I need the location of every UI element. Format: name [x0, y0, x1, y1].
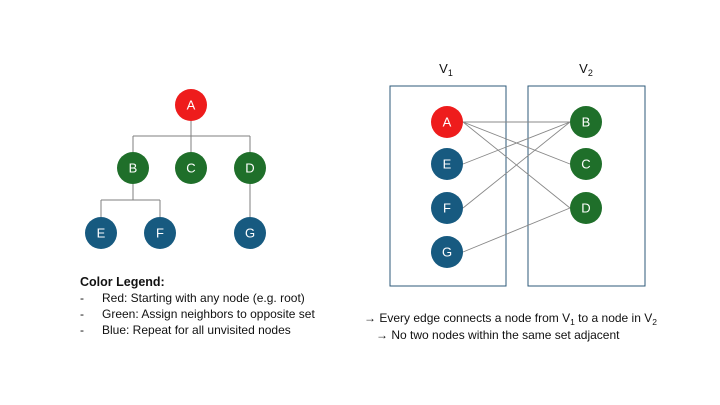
legend-dash: - [80, 291, 84, 305]
node-circle [570, 148, 602, 180]
legend-title: Color Legend: [80, 275, 165, 289]
v1-node-g: G [431, 236, 463, 268]
legend-text: Blue: Repeat for all unvisited nodes [102, 323, 291, 337]
node-label: B [582, 115, 591, 130]
v2-node-d: D [570, 192, 602, 224]
node-circle [431, 148, 463, 180]
v2-node-b: B [570, 106, 602, 138]
note-no-adjacent: → No two nodes within the same set adjac… [376, 328, 620, 342]
node-label: D [245, 161, 254, 176]
tree-node-d: D [234, 152, 266, 184]
bipartite-notes: → Every edge connects a node from V1 to … [362, 310, 682, 343]
tree-node-e: E [85, 217, 117, 249]
set-v1-label: V1 [439, 61, 453, 78]
node-circle [175, 89, 207, 121]
node-circle [85, 217, 117, 249]
tree-node-c: C [175, 152, 207, 184]
tree-node-b: B [117, 152, 149, 184]
node-label: E [443, 157, 452, 172]
legend-text: Red: Starting with any node (e.g. root) [102, 291, 305, 305]
tree-node-a: A [175, 89, 207, 121]
node-label: B [129, 161, 138, 176]
legend-dash: - [80, 323, 84, 337]
color-legend: Color Legend: - Red: Starting with any n… [80, 274, 315, 338]
tree-edges [100, 121, 251, 217]
node-label: C [186, 161, 195, 176]
edge-e-b [462, 121, 571, 165]
set-v2-label: V2 [579, 61, 593, 78]
v1-node-a: A [431, 106, 463, 138]
node-circle [175, 152, 207, 184]
node-circle [570, 106, 602, 138]
node-circle [234, 217, 266, 249]
tree-nodes: A B C D E F G [85, 89, 266, 249]
v1-node-f: F [431, 192, 463, 224]
node-label: F [443, 201, 451, 216]
node-label: F [156, 226, 164, 241]
set-v1-box [389, 85, 507, 287]
edge-g-d [462, 207, 571, 253]
node-label: A [187, 98, 196, 113]
node-label: G [442, 245, 452, 260]
node-circle [570, 192, 602, 224]
legend-item-red: - Red: Starting with any node (e.g. root… [80, 290, 315, 306]
node-circle [431, 236, 463, 268]
node-label: C [581, 157, 590, 172]
tree-node-g: G [234, 217, 266, 249]
edge-f-b [462, 121, 571, 209]
node-circle [144, 217, 176, 249]
legend-dash: - [80, 307, 84, 321]
legend-item-blue: - Blue: Repeat for all unvisited nodes [80, 322, 315, 338]
legend-item-green: - Green: Assign neighbors to opposite se… [80, 306, 315, 322]
v1-node-e: E [431, 148, 463, 180]
set-v2-box [527, 85, 646, 287]
node-circle [234, 152, 266, 184]
node-label: G [245, 226, 255, 241]
legend-text: Green: Assign neighbors to opposite set [102, 307, 315, 321]
bipartite-nodes: A E F G B C D [431, 106, 602, 268]
node-label: A [443, 115, 452, 130]
node-circle [431, 106, 463, 138]
node-circle [431, 192, 463, 224]
tree-node-f: F [144, 217, 176, 249]
node-circle [117, 152, 149, 184]
node-label: E [97, 226, 106, 241]
node-label: D [581, 201, 590, 216]
note-every-edge: → Every edge connects a node from V1 to … [364, 311, 657, 327]
bipartite-edges [462, 121, 571, 253]
v2-node-c: C [570, 148, 602, 180]
